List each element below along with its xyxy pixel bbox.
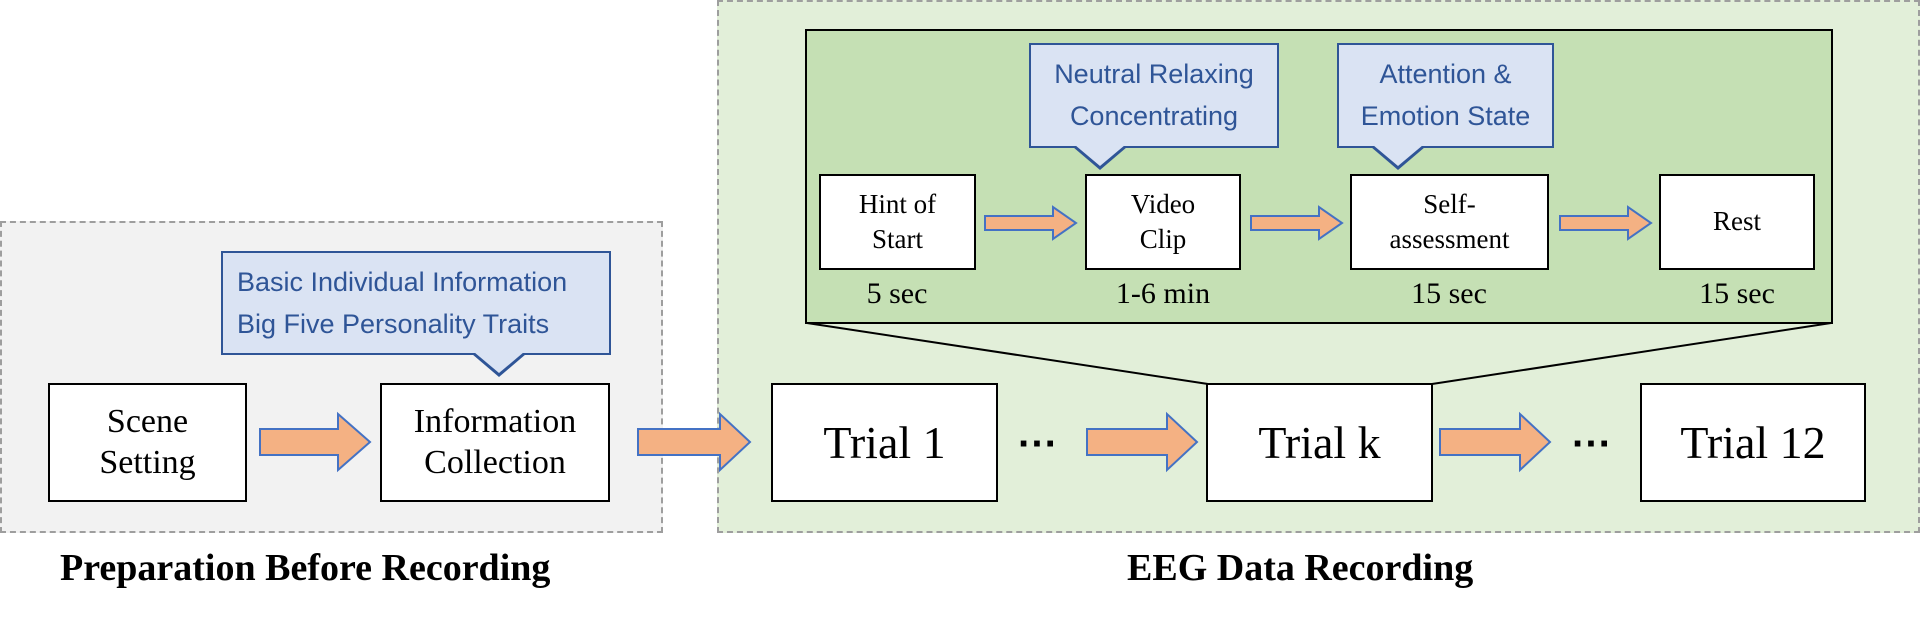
- callout-neutral-relaxing: Neutral Relaxing: [1054, 59, 1254, 89]
- ellipsis-1: ···: [1018, 422, 1058, 466]
- information-collection-label: Information Collection: [413, 402, 577, 481]
- step-video-label: Video Clip: [1130, 188, 1196, 254]
- step-hint-label: Hint of Start: [858, 188, 937, 254]
- trial-1-label: Trial 1: [823, 417, 946, 468]
- information-collection-box: Information Collection: [380, 383, 610, 502]
- duration-hint: 5 sec: [866, 277, 928, 310]
- ellipsis-2: ···: [1572, 422, 1612, 466]
- self-assessment-callout: Attention & Emotion State: [1337, 43, 1554, 148]
- scene-setting-label: Scene Setting: [99, 402, 196, 481]
- duration-self-assessment: 15 sec: [1411, 277, 1487, 310]
- step-rest-label: Rest: [1712, 206, 1761, 237]
- trial-k-label: Trial k: [1258, 417, 1381, 468]
- callout-emotion-state: Emotion State: [1360, 100, 1531, 131]
- callout-big-five: Big Five Personality Traits: [237, 308, 550, 339]
- arrow-scene-to-info: [259, 411, 372, 473]
- scene-setting-box: Scene Setting: [48, 383, 247, 502]
- arrow-from-trial-k: [1439, 411, 1552, 473]
- eeg-recording-title: EEG Data Recording: [1127, 547, 1474, 589]
- callout-concentrating: Concentrating: [1069, 100, 1239, 131]
- personal-info-callout: Basic Individual Information Big Five Pe…: [221, 251, 611, 355]
- trial-1-box: Trial 1: [771, 383, 998, 502]
- callout-attention: Attention &: [1379, 59, 1512, 89]
- arrow-video-to-self: [1250, 205, 1344, 241]
- arrow-hint-to-video: [984, 205, 1078, 241]
- step-rest: Rest: [1659, 174, 1815, 270]
- callout-basic-info: Basic Individual Information: [237, 267, 568, 297]
- video-content-callout: Neutral Relaxing Concentrating: [1029, 43, 1279, 148]
- preparation-title: Preparation Before Recording: [60, 547, 551, 589]
- arrow-prep-to-eeg: [637, 411, 752, 473]
- trial-12-box: Trial 12: [1640, 383, 1866, 502]
- trial-12-label: Trial 12: [1680, 417, 1826, 468]
- duration-rest: 15 sec: [1699, 277, 1775, 310]
- duration-video: 1-6 min: [1115, 277, 1211, 310]
- arrow-self-to-rest: [1559, 205, 1653, 241]
- step-self-assessment-label: Self-assessment: [1389, 188, 1510, 254]
- arrow-to-trial-k: [1086, 411, 1199, 473]
- step-hint-of-start: Hint of Start: [819, 174, 976, 270]
- trial-k-box: Trial k: [1206, 383, 1433, 502]
- step-video-clip: Video Clip: [1085, 174, 1241, 270]
- step-self-assessment: Self-assessment: [1350, 174, 1549, 270]
